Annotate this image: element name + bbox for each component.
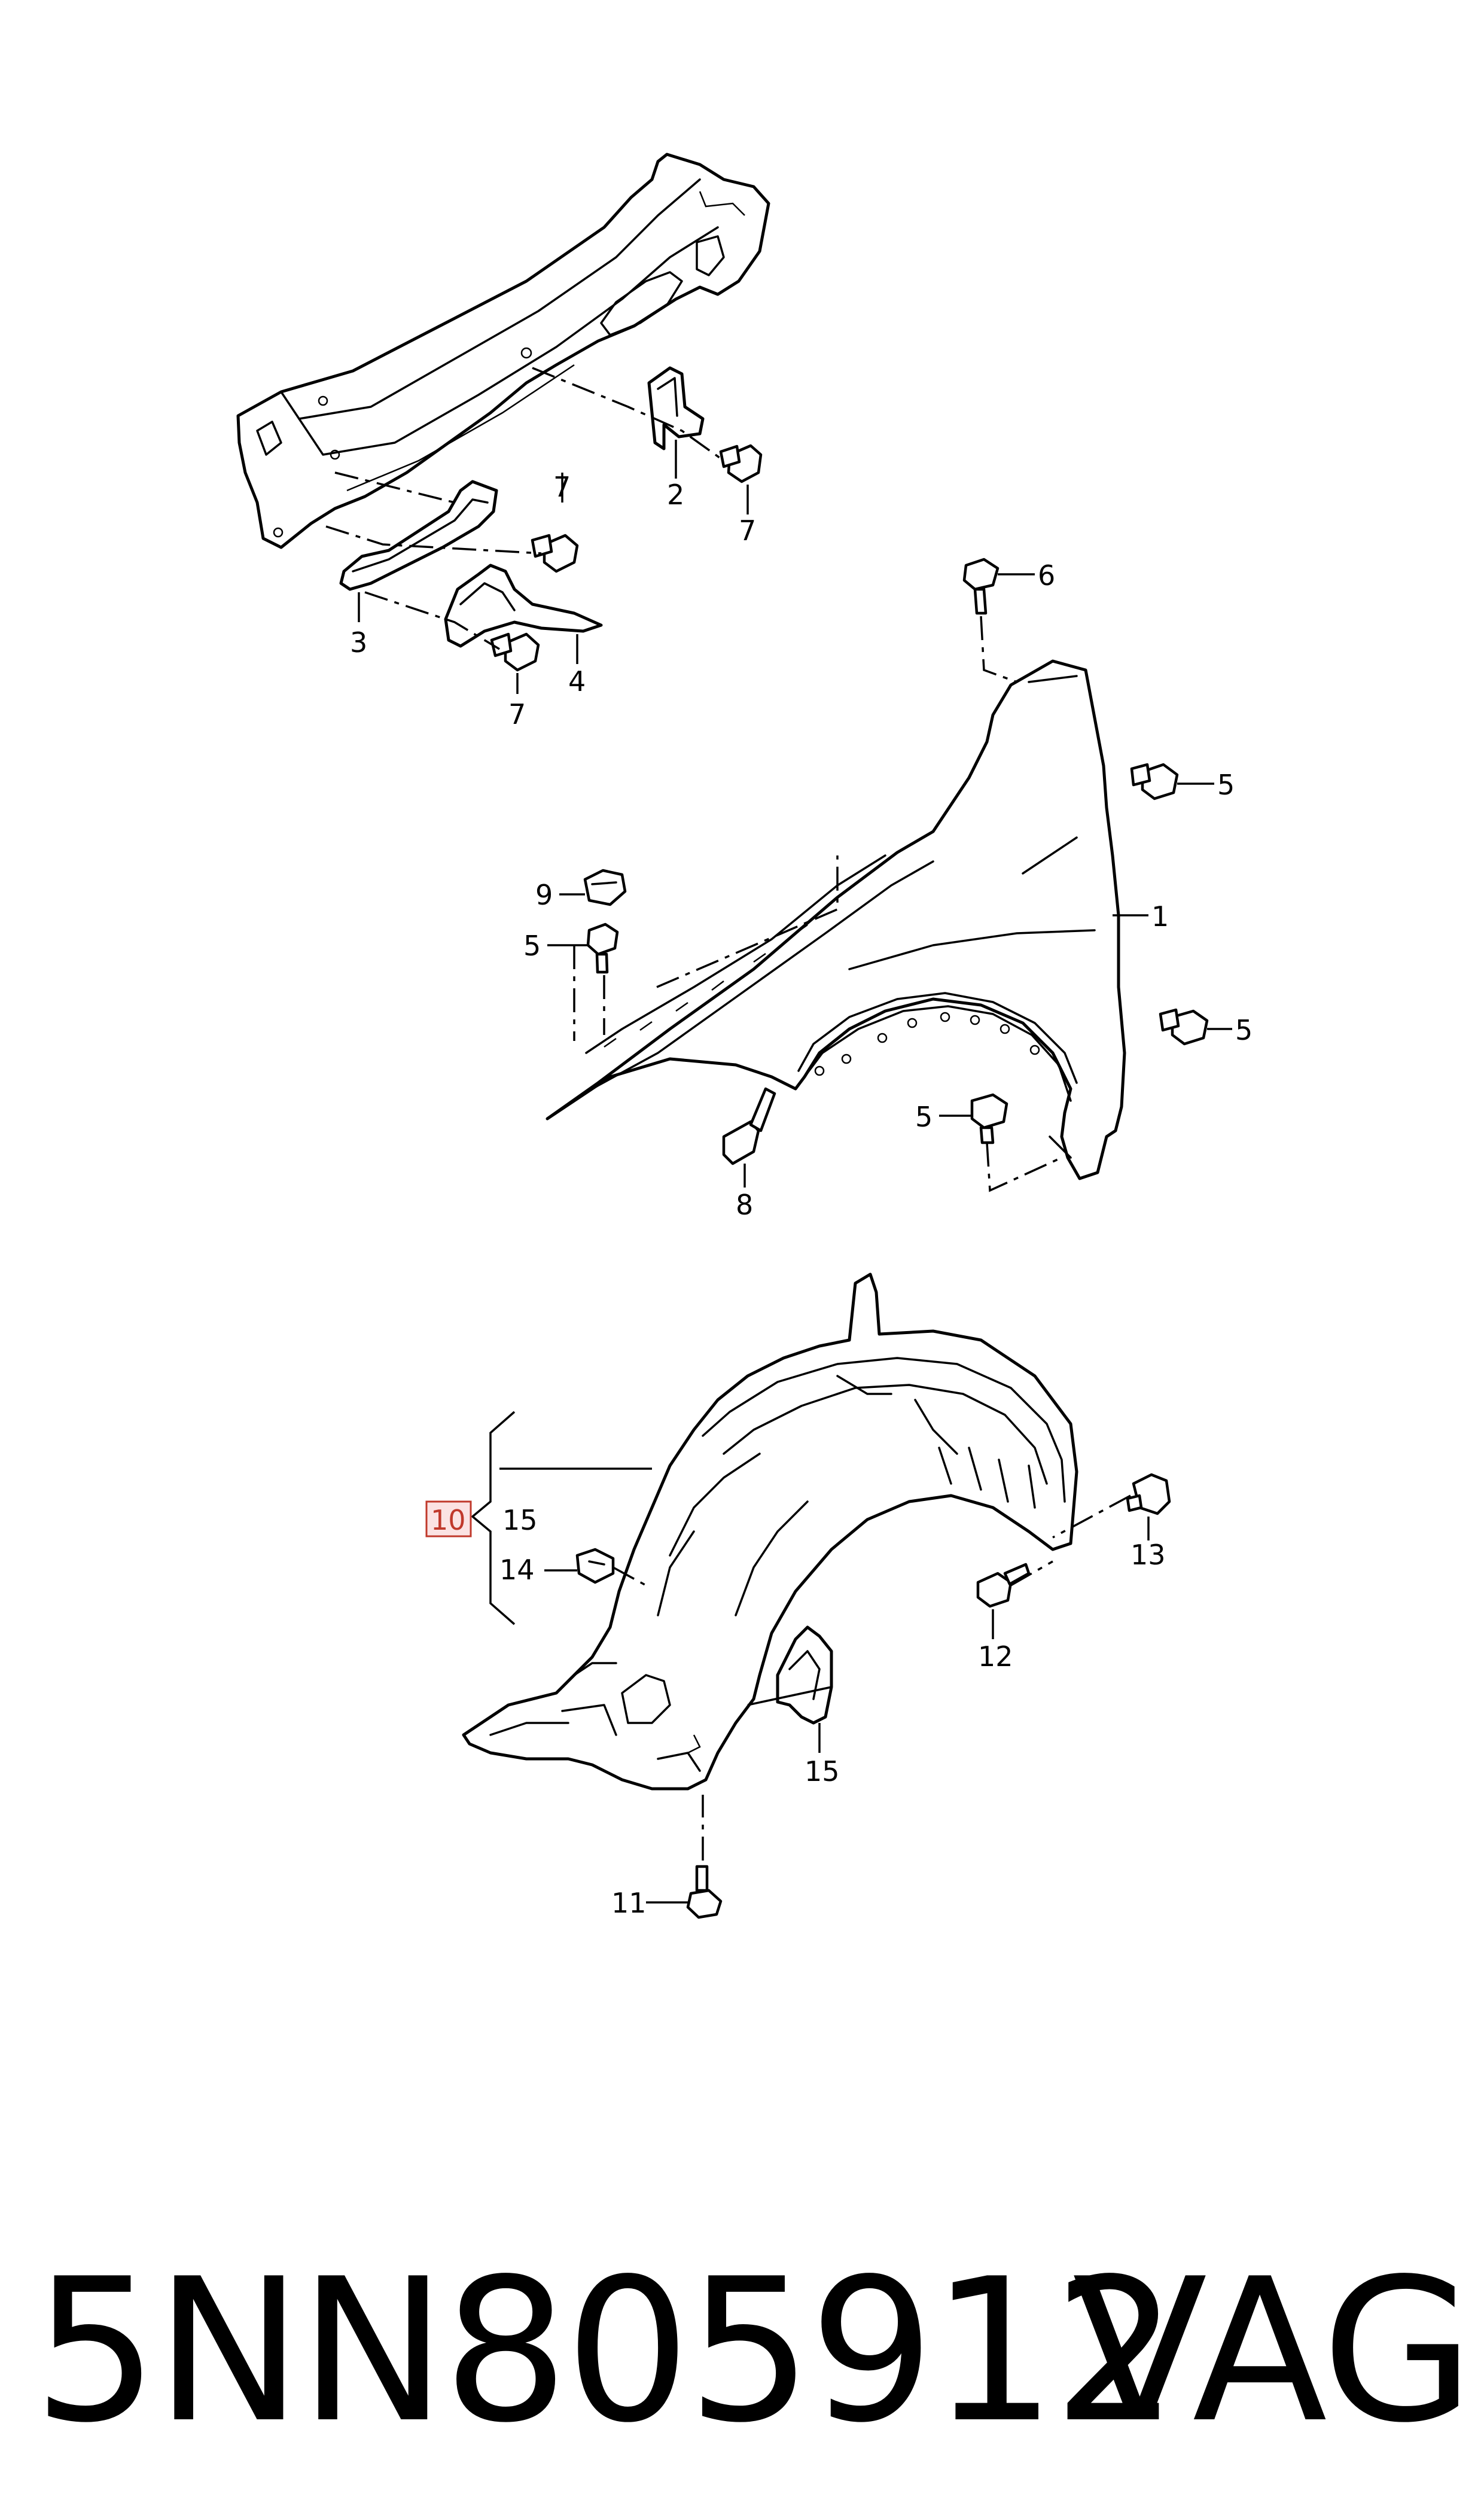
callout-14: 14 [499,1554,535,1586]
callout-7c: 7 [508,698,526,730]
bolt-5-upper-right [1130,763,1179,800]
callout-3: 3 [350,626,367,659]
callout-9: 9 [535,879,553,911]
callout-12: 12 [978,1640,1013,1673]
bracket-3 [339,480,498,591]
callout-6: 6 [1038,559,1055,592]
callout-5a: 5 [1217,769,1235,801]
bolt-5-left [586,922,619,974]
bolt-6 [962,558,1000,615]
callout-5d: 5 [523,930,541,962]
callout-10-highlight [425,1500,472,1537]
parts-diagram: 7 2 7 3 4 7 [236,153,1253,1919]
callout-7b: 7 [739,514,756,547]
bracket-2 [647,366,705,450]
bolt-7-middle [531,534,579,573]
bolt-12 [976,1563,1031,1608]
brand-label: VAG [1072,2236,1474,2466]
front-longitudinal-member [236,153,770,549]
bolt-5-lower-right [1159,1008,1209,1046]
callout-5c: 5 [915,1101,933,1133]
bolt-5-bottom [970,1093,1008,1144]
bolt-11 [686,1865,723,1919]
callout-5b: 5 [1235,1014,1253,1046]
bolt-7-upper [719,444,763,483]
clip-14 [575,1548,615,1584]
callout-2: 2 [667,479,684,511]
wheel-housing-liner-10 [462,1272,1078,1791]
callout-7a: 7 [553,471,571,503]
part-number: 5NN805912 [33,2236,1178,2466]
callout-11: 11 [611,1887,647,1919]
nut-9 [583,869,627,906]
clip-13 [1126,1473,1171,1515]
bolt-7-lower [490,632,540,672]
callout-10: 10 [431,1504,466,1536]
callout-15b: 15 [805,1755,840,1788]
callout-13: 13 [1130,1539,1166,1571]
stud-8 [722,1087,776,1165]
bracket-4 [444,564,603,648]
callout-4: 4 [568,665,586,698]
callout-1: 1 [1151,900,1169,933]
footer-caption: 5NN805912 VAG [0,2225,1484,2477]
callout-8: 8 [736,1189,753,1221]
shield-15 [776,1625,833,1725]
callout-15a: 15 [502,1504,538,1536]
fender-1 [546,659,1126,1180]
